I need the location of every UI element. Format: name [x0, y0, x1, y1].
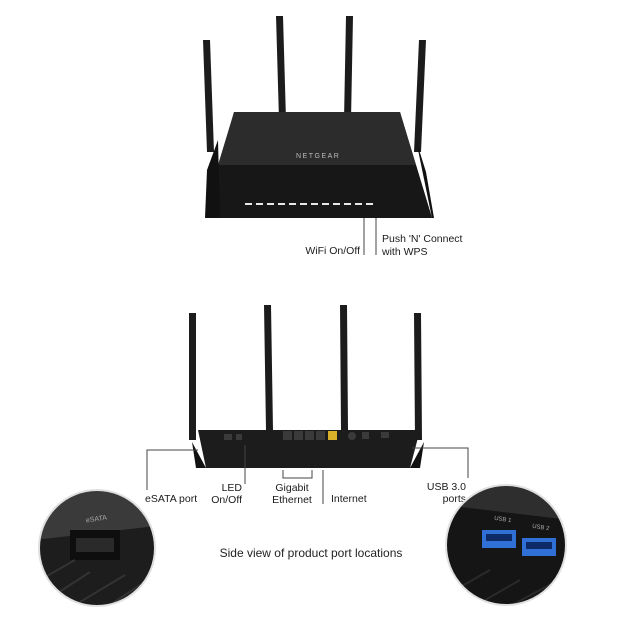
front-antennas — [203, 16, 426, 152]
led-onoff-label-line2: On/Off — [211, 494, 242, 506]
rear-ports — [224, 431, 389, 440]
gigabit-ethernet-label-line1: Gigabit — [275, 482, 309, 494]
usb-closeup — [446, 485, 566, 605]
usb-ports-label-line1: USB 3.0 — [426, 481, 466, 493]
gigabit-ethernet-label-line2: Ethernet — [272, 494, 312, 506]
usb2-closeup-label: USB 2 — [531, 523, 550, 533]
router-rear-body — [198, 430, 420, 468]
rear-callouts — [146, 445, 469, 504]
usb-ports-label-line2: ports — [442, 493, 466, 505]
esata-port-label: eSATA port — [145, 493, 198, 505]
front-callouts — [363, 218, 377, 255]
netgear-logo: NETGEAR — [296, 153, 341, 160]
internet-port-label: Internet — [331, 493, 367, 505]
rear-antennas — [189, 305, 422, 440]
wps-label-line2: with WPS — [382, 246, 428, 258]
usb1-closeup-label: USB 1 — [493, 515, 512, 525]
led-onoff-label-line1: LED — [221, 482, 242, 494]
figure-caption: Side view of product port locations — [219, 546, 403, 560]
front-led-strip — [245, 203, 373, 205]
wps-label-line1: Push 'N' Connect — [382, 233, 463, 245]
wifi-onoff-label: WiFi On/Off — [305, 245, 360, 257]
